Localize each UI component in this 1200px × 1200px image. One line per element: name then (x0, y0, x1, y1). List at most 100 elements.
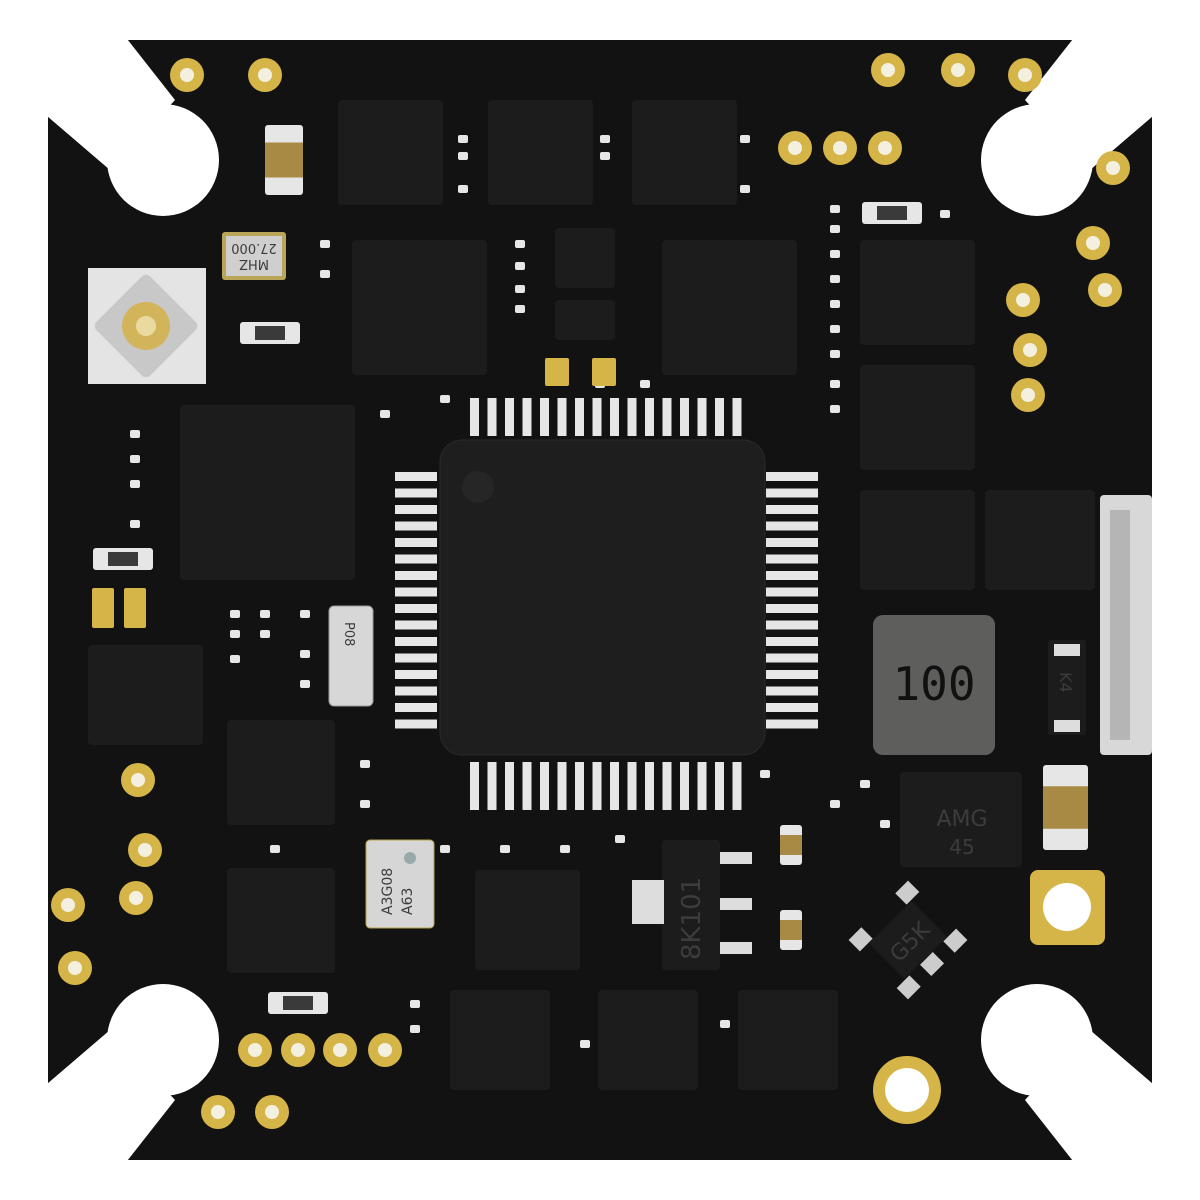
ic-chip (860, 490, 975, 590)
smd-passive (720, 1020, 730, 1028)
led-lens (877, 206, 907, 220)
ic-chip (738, 990, 838, 1090)
filter-marking: P08 (341, 622, 356, 646)
chip-marking-2: 45 (949, 835, 974, 859)
mcu-pin (522, 762, 532, 810)
ufl-pin (136, 316, 156, 336)
smd-passive (320, 240, 330, 248)
mcu-pin (766, 472, 818, 481)
mcu-pin (627, 398, 637, 436)
mcu-pin (575, 762, 584, 810)
transistor-pin (848, 927, 873, 952)
pad-hole (265, 1105, 279, 1119)
smd-passive (230, 630, 240, 638)
capacitor-body (780, 920, 802, 940)
mounting-hole (107, 984, 219, 1096)
ic-chip (860, 240, 975, 345)
smd-passive (440, 845, 450, 853)
gold-pads (51, 53, 1130, 1129)
smd-passive (458, 152, 468, 160)
smd-passive (830, 800, 840, 808)
diode-terminal (1054, 720, 1080, 732)
mcu-pin (592, 398, 602, 436)
capacitor-body (265, 142, 303, 178)
sensor-pin1-dot (404, 852, 416, 864)
pad-hole (1086, 236, 1100, 250)
pad-hole (248, 1043, 262, 1057)
mcu-pin (395, 637, 437, 646)
transistor-body (869, 901, 947, 979)
mcu-pin (395, 620, 437, 630)
smd-passive (130, 520, 140, 528)
mcu-pin (697, 398, 707, 436)
pad-hole (1098, 283, 1112, 297)
ic-chip (555, 228, 615, 288)
regulator-marking: 8K101 (677, 877, 707, 960)
mcu-pin (766, 653, 818, 663)
sensor-marking-2: A63 (400, 888, 416, 915)
led-lens (108, 552, 138, 566)
smd-passive (410, 1000, 420, 1008)
mcu-pin (592, 762, 602, 810)
pad-hole (1023, 343, 1037, 357)
sensor-marking-1: A3G08 (380, 868, 396, 915)
mcu-pin (395, 472, 437, 481)
smd-passive (880, 820, 890, 828)
mcu-pin (627, 762, 637, 810)
pins (93, 125, 1088, 1048)
smd-passive (320, 270, 330, 278)
smd-passive (830, 350, 840, 358)
smd-passive (360, 800, 370, 808)
mcu-pin1-dot (462, 471, 494, 503)
mcu-pin (395, 571, 437, 580)
mcu-pin (395, 538, 437, 547)
ic-chip (180, 405, 355, 580)
smd-passive (515, 305, 525, 313)
capacitor-body (780, 835, 802, 855)
mcu-pin (487, 398, 497, 436)
smd-passive (360, 760, 370, 768)
smd-passive (300, 650, 310, 658)
smd-passive (130, 430, 140, 438)
mcu-chip (439, 439, 766, 756)
mcu-pin (575, 398, 584, 436)
mcu-pin (505, 762, 514, 810)
smd-passive (940, 210, 950, 218)
mcu-pin (395, 653, 437, 663)
mcu-pin (540, 398, 549, 436)
mcu-pin (766, 686, 818, 696)
mcu-pin (645, 762, 654, 810)
mcu-pin (766, 538, 818, 547)
transistor: G5K (848, 880, 968, 1000)
mcu-pin (766, 505, 818, 514)
pad-hole (378, 1043, 392, 1057)
pad-hole (61, 898, 75, 912)
regulator-pin (720, 942, 752, 954)
smd-passive (270, 845, 280, 853)
smd-passive (600, 152, 610, 160)
smd-passive (830, 205, 840, 213)
pad-hole (131, 773, 145, 787)
mcu-pin (540, 762, 549, 810)
diode-marking: K4 (1056, 672, 1075, 693)
smd-passive (760, 770, 770, 778)
voltage-regulator (662, 840, 720, 970)
solder-pad (545, 358, 569, 386)
ground-hole (1043, 883, 1091, 931)
mounting-hole (981, 104, 1093, 216)
smd-passive (130, 480, 140, 488)
smd-passive (230, 655, 240, 663)
pad-hole (1018, 68, 1032, 82)
led-lens (283, 996, 313, 1010)
mcu-pin (766, 554, 818, 564)
mcu-pin (395, 719, 437, 729)
smd-passive (600, 135, 610, 143)
mounting-hole (981, 984, 1093, 1096)
pad-hole (788, 141, 802, 155)
filter-component (328, 605, 374, 707)
pad-hole (291, 1043, 305, 1057)
smd-passive (410, 1025, 420, 1033)
mcu-pin (766, 703, 818, 712)
smd-passive (830, 405, 840, 413)
